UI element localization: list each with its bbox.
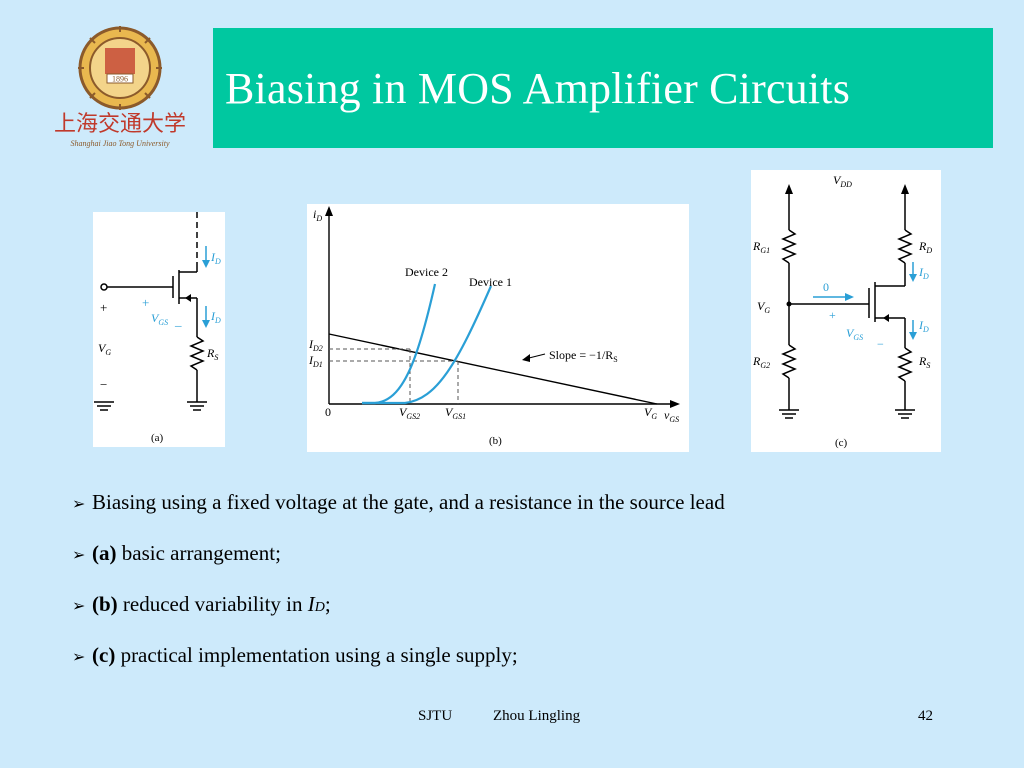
vg-label: VG <box>98 341 111 357</box>
y-axis-label: iD <box>313 207 322 223</box>
vgs-minus-sign: _ <box>174 313 182 328</box>
caption-c: (c) <box>835 437 848 449</box>
bullet-arrow-icon: ➢ <box>72 494 86 513</box>
basic-bias-circuit-diagram: ID ID + VGS _ + VG − RS (a) <box>94 212 221 444</box>
id-label-bottom: ID <box>210 309 221 325</box>
sjtu-seal-icon: 1896 上海交通大学 Shanghai Jiao Tong Universit… <box>54 26 186 148</box>
logo-english-name: Shanghai Jiao Tong University <box>70 139 169 148</box>
rs-label: RS <box>918 354 930 370</box>
rg2-label: RG2 <box>752 354 770 370</box>
vdd-label: VDD <box>833 173 852 189</box>
vgs-label: VGS <box>846 326 863 342</box>
vgs2-label: VGS2 <box>399 405 420 421</box>
bullet-text: practical implementation using a single … <box>115 643 518 667</box>
device-2-label: Device 2 <box>405 265 448 279</box>
id-label-bottom: ID <box>918 318 929 334</box>
slide-title: Biasing in MOS Amplifier Circuits <box>225 63 851 113</box>
vgs-plus-sign: + <box>829 308 836 322</box>
circuit-panel-a: ID ID + VGS _ + VG − RS (a) <box>93 212 225 447</box>
bullet-arrow-icon: ➢ <box>72 647 86 666</box>
device-1-label: Device 1 <box>469 275 512 289</box>
load-line <box>328 333 658 405</box>
vg-minus-sign: − <box>100 377 107 392</box>
bullet-item: ➢ (c) practical implementation using a s… <box>72 637 725 688</box>
bullet-label-a: (a) <box>92 541 117 565</box>
footer-institution: SJTU <box>418 708 453 724</box>
logo-chinese-name: 上海交通大学 <box>54 111 186 136</box>
bullet-item: ➢ Biasing using a fixed voltage at the g… <box>72 484 725 535</box>
footer-author: Zhou Lingling <box>493 708 581 724</box>
single-supply-bias-circuit-diagram: VDD RG1 RG2 VG RD RS ID ID 0 + VGS − (c) <box>752 173 932 449</box>
bullet-text: Biasing using a fixed voltage at the gat… <box>92 490 725 514</box>
vgs-plus-sign: + <box>142 295 149 310</box>
id1-label: ID1 <box>308 353 323 369</box>
vg-plus-sign: + <box>100 300 107 315</box>
origin-label: 0 <box>325 405 331 419</box>
id2-label: ID2 <box>308 337 323 353</box>
bullet-text-end: ; <box>324 592 331 616</box>
bullet-list: ➢ Biasing using a fixed voltage at the g… <box>72 484 725 688</box>
bullet-variable: I <box>307 592 315 616</box>
slope-label: Slope = −1/RS <box>549 348 618 364</box>
id-label-top: ID <box>210 250 221 266</box>
bullet-arrow-icon: ➢ <box>72 545 86 564</box>
bullet-item: ➢ (a) basic arrangement; <box>72 535 725 586</box>
vgs-minus-sign: − <box>877 337 884 351</box>
vgs-label: VGS <box>151 311 168 327</box>
rs-label: RS <box>206 346 218 362</box>
page-number: 42 <box>918 708 933 724</box>
id-label-top: ID <box>918 265 929 281</box>
logo-year: 1896 <box>112 75 128 84</box>
sjtu-logo: 1896 上海交通大学 Shanghai Jiao Tong Universit… <box>35 18 205 154</box>
caption-b: (b) <box>489 435 502 447</box>
x-axis-label: vGS <box>664 408 679 424</box>
zero-current-label: 0 <box>823 280 829 294</box>
bullet-arrow-icon: ➢ <box>72 596 86 615</box>
vg-tick-label: VG <box>644 405 657 421</box>
circuit-panel-c: VDD RG1 RG2 VG RD RS ID ID 0 + VGS − (c) <box>751 170 941 452</box>
device-1-curve <box>362 285 493 405</box>
rd-label: RD <box>918 239 932 255</box>
caption-a: (a) <box>151 432 164 444</box>
bullet-label-b: (b) <box>92 592 118 616</box>
rg1-label: RG1 <box>752 239 770 255</box>
vgs1-label: VGS1 <box>445 405 466 421</box>
bullet-text: reduced variability in <box>117 592 308 616</box>
id-vs-vgs-graph: iD vGS ID2 ID1 0 VGS2 VGS1 VG Device 2 D… <box>308 206 680 447</box>
title-banner: Biasing in MOS Amplifier Circuits <box>213 28 993 148</box>
characteristic-graph-panel-b: iD vGS ID2 ID1 0 VGS2 VGS1 VG Device 2 D… <box>307 204 689 452</box>
bullet-label-c: (c) <box>92 643 116 667</box>
vg-label: VG <box>757 299 770 315</box>
bullet-text: basic arrangement; <box>116 541 281 565</box>
